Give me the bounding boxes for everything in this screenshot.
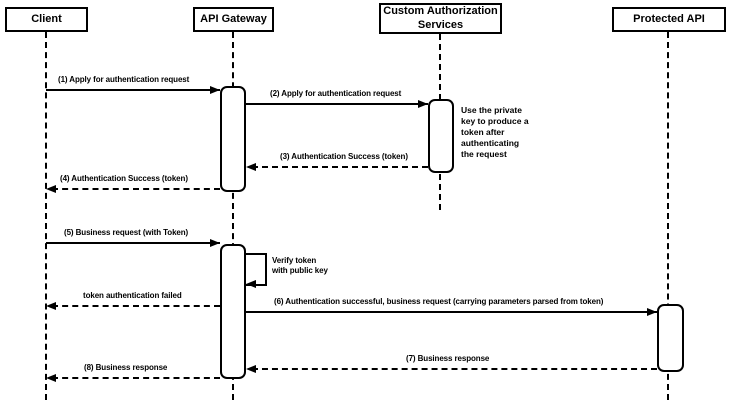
participant-client-label: Client	[31, 12, 62, 25]
message-7-line	[252, 368, 657, 370]
message-3-line	[252, 166, 428, 168]
participant-api-gateway: API Gateway	[193, 7, 274, 32]
participant-protected-api: Protected API	[612, 7, 726, 32]
message-token-failed-label: token authentication failed	[83, 291, 182, 300]
message-6-label: (6) Authentication successful, business …	[274, 297, 604, 306]
activation-protected-api	[657, 304, 684, 372]
message-8-arrowhead-icon	[46, 374, 56, 382]
participant-custom-authorization-services-label: Custom Authorization Services	[383, 4, 498, 31]
participant-custom-authorization-services: Custom Authorization Services	[379, 3, 502, 34]
message-2-line	[246, 103, 428, 105]
message-5-arrowhead-icon	[210, 239, 220, 247]
participant-protected-api-label: Protected API	[633, 12, 705, 25]
message-6-arrowhead-icon	[647, 308, 657, 316]
lifeline-client	[45, 32, 47, 400]
participant-client: Client	[5, 7, 88, 32]
activation-api-gateway-business	[220, 244, 246, 379]
message-8-label: (8) Business response	[84, 363, 168, 372]
lifeline-protected-api	[667, 32, 669, 400]
message-self-verify-loop	[246, 253, 267, 286]
message-2-arrowhead-icon	[418, 100, 428, 108]
message-8-line	[52, 377, 220, 379]
message-2-label: (2) Apply for authentication request	[270, 89, 402, 98]
message-4-label: (4) Authentication Success (token)	[60, 174, 188, 183]
message-7-arrowhead-icon	[246, 365, 256, 373]
message-4-arrowhead-icon	[46, 185, 56, 193]
message-1-label: (1) Apply for authentication request	[58, 75, 190, 84]
message-7-label: (7) Business response	[406, 354, 490, 363]
participant-api-gateway-label: API Gateway	[200, 12, 267, 25]
message-3-arrowhead-icon	[246, 163, 256, 171]
message-token-failed-line	[52, 305, 220, 307]
message-1-line	[46, 89, 220, 91]
message-1-arrowhead-icon	[210, 86, 220, 94]
message-self-verify-arrowhead-icon	[246, 280, 256, 288]
lifeline-api-gateway	[232, 32, 234, 400]
message-self-verify-label: Verify token with public key	[272, 256, 328, 276]
message-token-failed-arrowhead-icon	[46, 302, 56, 310]
message-5-label: (5) Business request (with Token)	[64, 228, 189, 237]
message-6-line	[246, 311, 657, 313]
message-5-line	[46, 242, 220, 244]
message-3-label: (3) Authentication Success (token)	[280, 152, 408, 161]
activation-custom-authorization-services	[428, 99, 454, 173]
activation-api-gateway-auth	[220, 86, 246, 192]
message-4-line	[52, 188, 220, 190]
note-private-key: Use the private key to produce a token a…	[461, 105, 529, 160]
